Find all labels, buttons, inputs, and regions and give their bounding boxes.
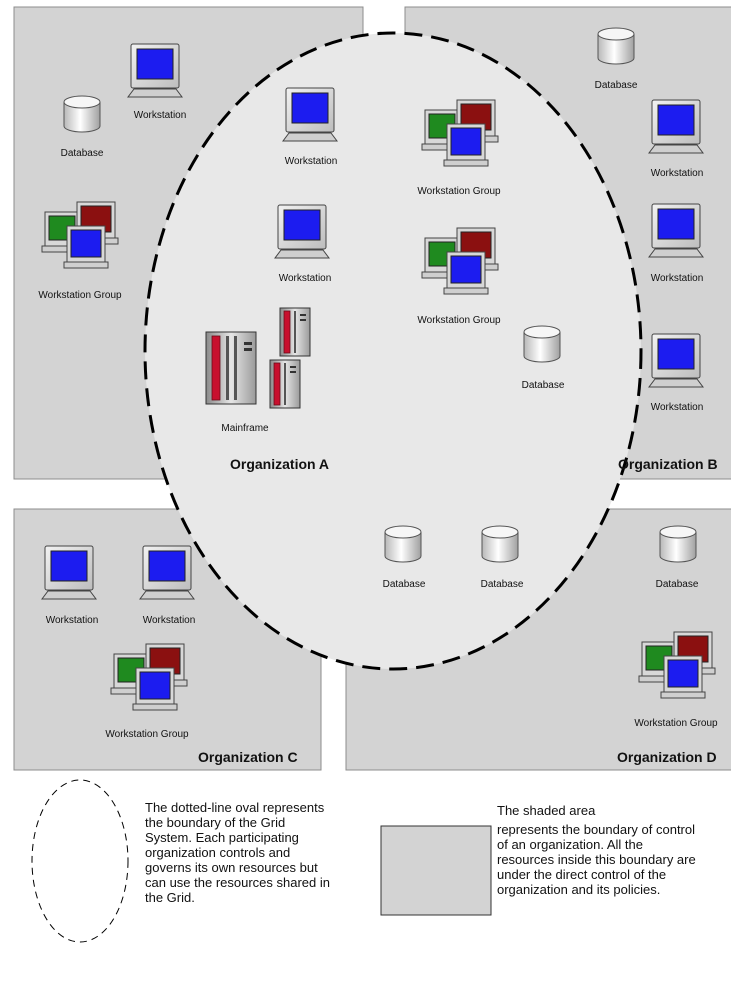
organization-c-label: Organization C — [198, 749, 298, 765]
database-icon — [481, 525, 519, 563]
resource-label: Workstation — [651, 168, 704, 179]
database-icon — [384, 525, 422, 563]
resource-label: Workstation Group — [38, 290, 122, 301]
resource-label: Workstation — [651, 402, 704, 413]
resource-label: Workstation — [651, 273, 704, 284]
resource-label: Workstation Group — [634, 718, 718, 729]
resource-label: Workstation Group — [417, 315, 501, 326]
workstation-icon — [282, 87, 338, 142]
resource-label: Workstation — [134, 110, 187, 121]
resource-label: Database — [595, 80, 638, 91]
workstation-icon — [41, 545, 97, 600]
resource-label: Database — [61, 148, 104, 159]
legend-shaded-description-line: The shaded area — [497, 803, 596, 818]
grid-system-boundary — [143, 31, 643, 671]
resource-label: Database — [522, 380, 565, 391]
workstation-icon — [127, 43, 183, 98]
legend-dashed-oval — [31, 779, 129, 943]
organization-d-label: Organization D — [617, 749, 717, 765]
database-icon — [523, 325, 561, 363]
legend-oval-description: The dotted-line oval represents the boun… — [145, 800, 330, 905]
legend-shaded-description-body: represents the boundary of control of an… — [497, 822, 696, 897]
mainframe-icon — [269, 359, 301, 409]
workstation-icon — [648, 203, 704, 258]
organization-b-label: Organization B — [618, 456, 718, 472]
database-icon — [597, 27, 635, 65]
resource-label: Workstation — [285, 156, 338, 167]
database-icon — [659, 525, 697, 563]
workstation-icon — [648, 99, 704, 154]
resource-label: Workstation Group — [105, 729, 189, 740]
workstation-icon — [139, 545, 195, 600]
resource-label: Database — [656, 579, 699, 590]
mainframe-icon — [205, 331, 257, 405]
workstation-icon — [274, 204, 330, 259]
organization-a-label: Organization A — [230, 456, 329, 472]
mainframe-icon — [279, 307, 311, 357]
legend-shaded-description: The shaded area represents the boundary … — [497, 803, 702, 897]
resource-label: Workstation — [143, 615, 196, 626]
resource-label: Workstation — [279, 273, 332, 284]
resource-label: Database — [481, 579, 524, 590]
resource-label: Mainframe — [221, 423, 269, 434]
workstation-icon — [648, 333, 704, 388]
database-icon — [63, 95, 101, 133]
legend-shaded-box — [380, 825, 492, 916]
resource-label: Workstation — [46, 615, 99, 626]
grid-system-area — [145, 33, 641, 669]
resource-label: Database — [383, 579, 426, 590]
resource-label: Workstation Group — [417, 186, 501, 197]
